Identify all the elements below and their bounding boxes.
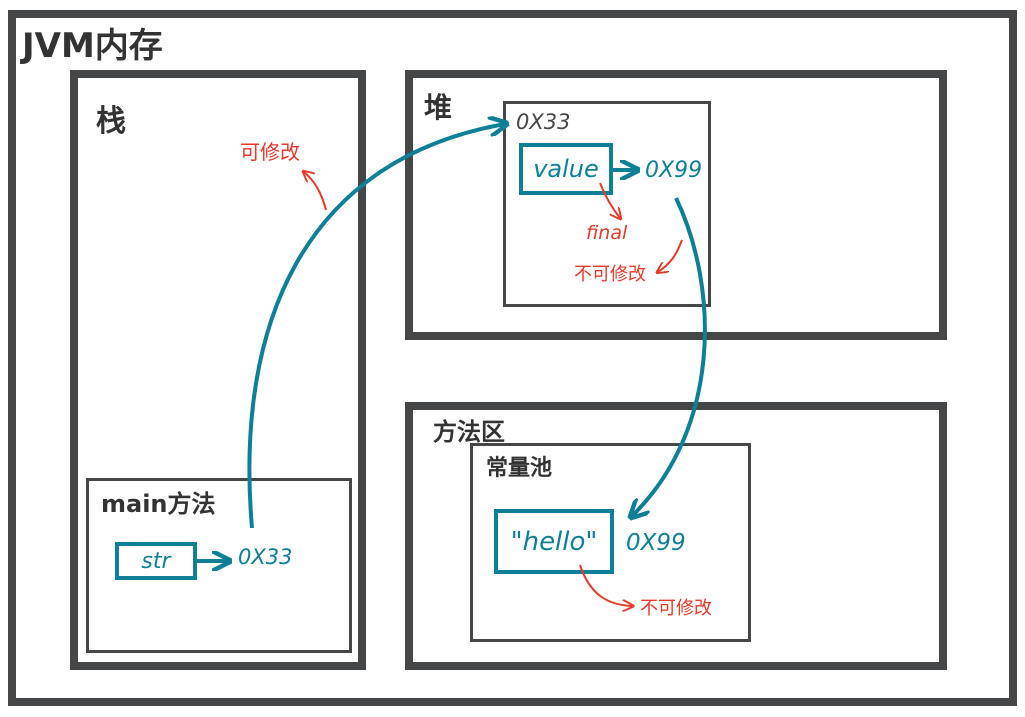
- pool-immutable-note: 不可修改: [640, 598, 712, 619]
- final-modifier-label: final: [586, 222, 628, 244]
- heap-immutable-note: 不可修改: [574, 264, 646, 285]
- string-object-address: 0X33: [516, 110, 571, 134]
- str-variable-box: str: [115, 542, 197, 580]
- value-field-reference: 0X99: [645, 158, 703, 183]
- method-area-label: 方法区: [433, 418, 505, 446]
- hello-literal: "hello": [510, 526, 598, 557]
- jvm-memory-title: JVM内存: [22, 26, 163, 66]
- constant-pool-label: 常量池: [486, 456, 553, 481]
- stack-label: 栈: [96, 104, 126, 139]
- constant-pool: [470, 443, 751, 642]
- hello-literal-address: 0X99: [626, 530, 686, 556]
- heap-label: 堆: [424, 91, 453, 124]
- jvm-memory-frame: [8, 10, 1017, 706]
- main-method-frame: [86, 478, 352, 653]
- value-field-name: value: [533, 155, 599, 183]
- str-variable-name: str: [141, 548, 171, 574]
- stack-modifiable-note: 可修改: [240, 140, 300, 164]
- value-field-box: value: [519, 143, 613, 195]
- str-variable-value: 0X33: [238, 545, 293, 569]
- hello-literal-box: "hello": [494, 509, 614, 574]
- main-method-label: main方法: [101, 490, 216, 518]
